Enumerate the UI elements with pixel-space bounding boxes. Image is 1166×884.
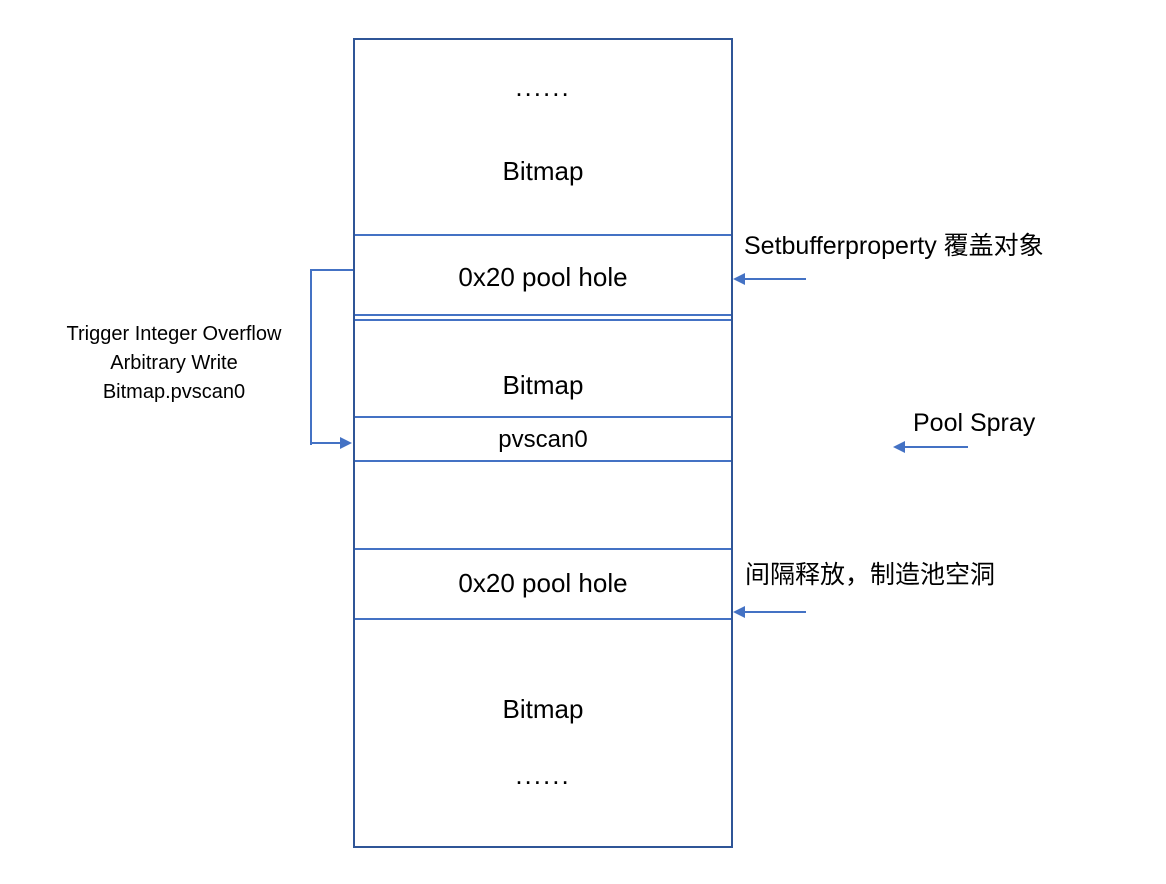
bracket-top-line [310, 269, 353, 271]
pool-hole-2-label: 0x20 pool hole [458, 568, 628, 598]
left-annotation: Trigger Integer Overflow Arbitrary Write… [28, 320, 320, 407]
bitmap-2-label: Bitmap [502, 370, 584, 400]
divider-line [355, 548, 731, 550]
divider-line [355, 319, 731, 321]
left-annotation-line-2: Arbitrary Write [110, 352, 238, 374]
divider-line [355, 416, 731, 418]
free-holes-arrow-shaft [743, 611, 806, 613]
setbufferproperty-arrow-shaft [743, 278, 806, 280]
pool-spray-arrow-shaft [903, 446, 968, 448]
divider-line [355, 234, 731, 236]
free-holes-annotation: 间隔释放，制造池空洞 [745, 561, 996, 589]
bracket-arrow-shaft [310, 442, 342, 444]
pool-spray-annotation: Pool Spray [913, 409, 1036, 437]
divider-line [355, 460, 731, 462]
divider-line [355, 618, 731, 620]
bracket-vertical-line [310, 269, 312, 445]
setbufferproperty-annotation: Setbufferproperty 覆盖对象 [744, 232, 1044, 260]
arrow-right-icon [340, 437, 352, 449]
divider-line [355, 314, 731, 316]
top-block-bitmap-label: Bitmap [502, 156, 584, 186]
arrow-left-icon [733, 273, 745, 285]
arrow-left-icon [733, 606, 745, 618]
memory-column [353, 38, 733, 848]
left-annotation-line-1: Trigger Integer Overflow [66, 323, 282, 345]
left-annotation-line-3: Bitmap.pvscan0 [102, 381, 246, 403]
bottom-block-ellipsis: ...... [515, 760, 571, 790]
pool-hole-1-label: 0x20 pool hole [458, 262, 628, 292]
bottom-block-bitmap-label: Bitmap [502, 694, 584, 724]
arrow-left-icon [893, 441, 905, 453]
top-block-ellipsis: ...... [515, 72, 571, 102]
pvscan0-label: pvscan0 [498, 426, 588, 453]
